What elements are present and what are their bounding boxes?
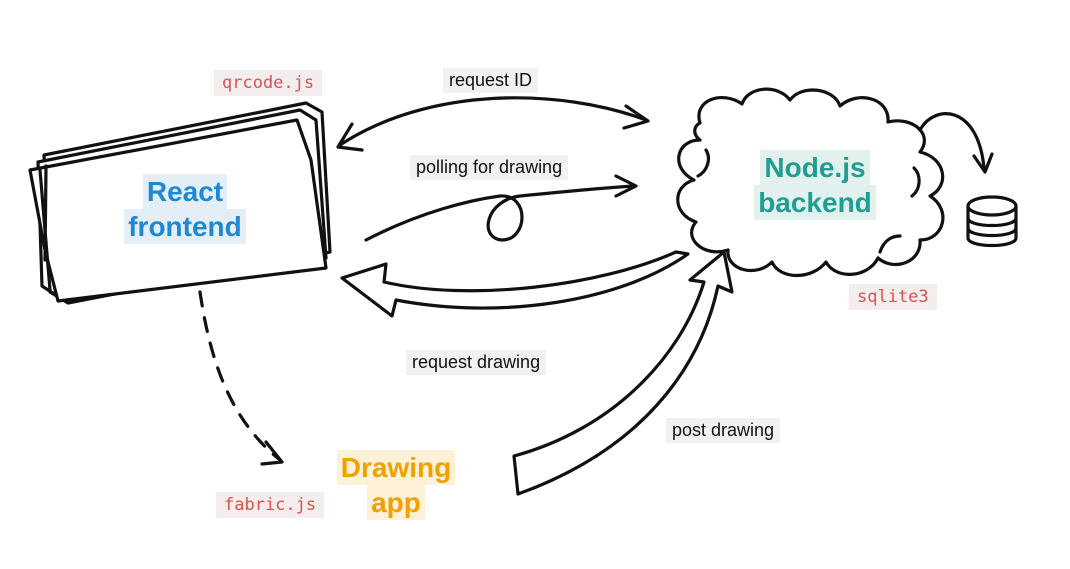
react-frontend-label: React frontend [110, 174, 260, 244]
react-label-line1: React [142, 174, 228, 209]
polling-arrow [364, 174, 638, 242]
request-drawing-label: request drawing [406, 350, 547, 375]
request-id-label: request ID [443, 68, 539, 93]
nodejs-backend-label: Node.js backend [740, 150, 890, 220]
polling-label: polling for drawing [410, 155, 569, 180]
drawing-app-label: Drawing app [326, 450, 466, 520]
node-label-line2: backend [754, 185, 876, 220]
react-label-line2: frontend [124, 209, 246, 244]
fabric-lib-label: fabric.js [216, 492, 325, 519]
request-drawing-arrow [340, 250, 690, 318]
post-drawing-label: post drawing [666, 418, 781, 443]
request-id-arrow [336, 96, 650, 152]
node-label-line1: Node.js [760, 150, 870, 185]
drawing-label-line2: app [367, 485, 425, 520]
qrcode-lib-label: qrcode.js [214, 70, 323, 97]
drawing-label-line1: Drawing [336, 450, 456, 485]
frontend-to-drawing-dashed-arrow [198, 290, 284, 466]
sqlite-lib-label: sqlite3 [849, 284, 937, 311]
database-icon [966, 195, 1018, 248]
backend-to-database-arrow [918, 112, 994, 174]
post-drawing-arrow [512, 250, 734, 496]
